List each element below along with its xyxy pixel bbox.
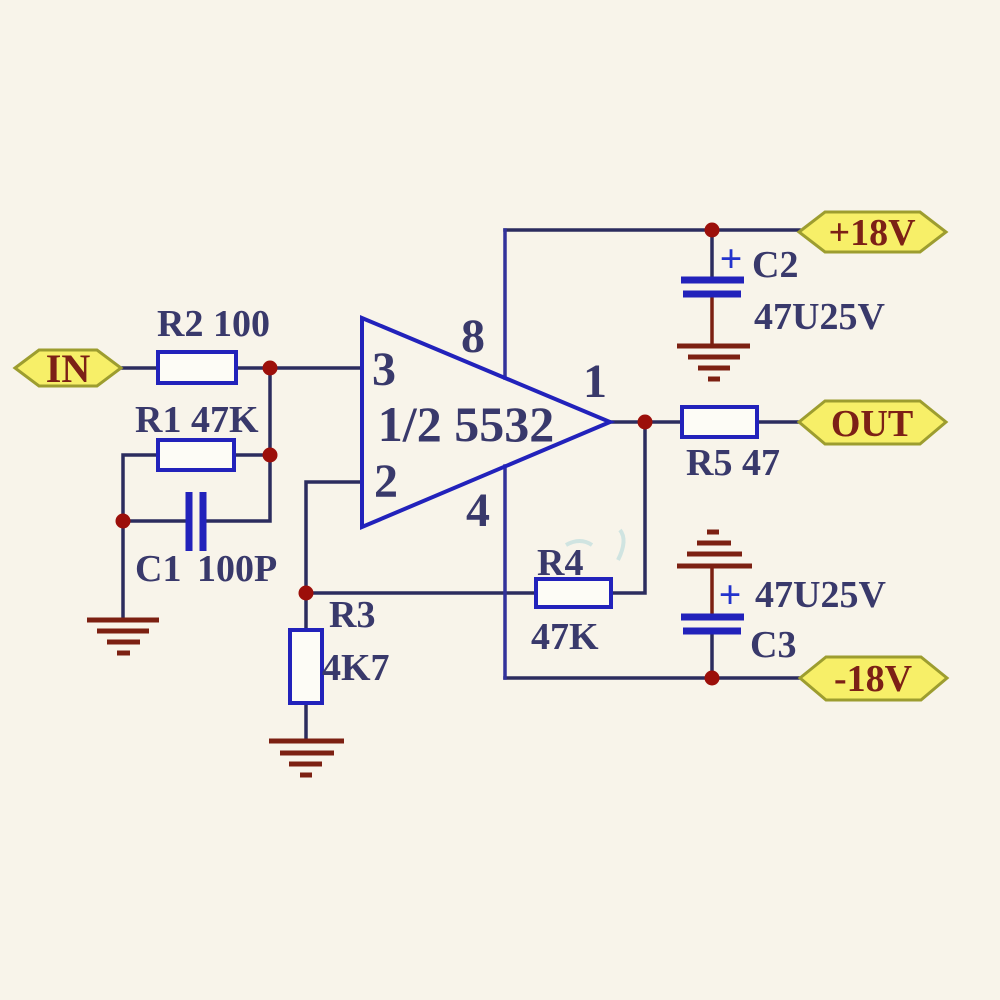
minus18v-tag-text: -18V bbox=[834, 658, 913, 700]
component-labels: R2 100 R1 47K C1 100P R3 4K7 R4 47K R5 4… bbox=[135, 244, 886, 689]
c3-ref-label: C3 bbox=[750, 624, 796, 666]
wire-r1-left-and-ground-rail bbox=[121, 453, 160, 620]
opamp-pin2-label: 2 bbox=[374, 455, 398, 508]
opamp-pin8-label: 8 bbox=[461, 310, 485, 363]
plus18v-tag-shape bbox=[796, 210, 949, 254]
r3-ref-label: R3 bbox=[329, 594, 375, 636]
r1-label: R1 47K bbox=[135, 399, 259, 441]
r3-value-label: 4K7 bbox=[322, 647, 390, 689]
wire-c1-right-up bbox=[205, 453, 272, 523]
ground-symbol-c3-inverted bbox=[677, 529, 752, 569]
opamp: 1/2 5532 3 2 8 4 1 bbox=[360, 310, 616, 537]
junction-dot-positive-rail bbox=[704, 222, 720, 238]
c2-value-label: 47U25V bbox=[754, 296, 885, 338]
resistor-r5 bbox=[680, 405, 759, 439]
c1-plates bbox=[185, 492, 207, 551]
watermark-artifact bbox=[565, 528, 626, 561]
ground-symbol-c2 bbox=[677, 343, 750, 382]
c2-plus-sign: + bbox=[720, 236, 743, 281]
junction-dot-r1-node bbox=[262, 447, 278, 463]
resistor-r2 bbox=[156, 350, 238, 385]
opamp-pin4-label: 4 bbox=[466, 484, 490, 537]
resistor-r1 bbox=[156, 438, 236, 472]
r4-value-label: 47K bbox=[531, 616, 599, 658]
junction-dot-feedback-node bbox=[298, 585, 314, 601]
r5-label: R5 47 bbox=[686, 442, 780, 484]
out-tag-text: OUT bbox=[831, 403, 913, 445]
c1-ref-label: C1 bbox=[135, 548, 181, 590]
c3-plus-sign: + bbox=[719, 572, 742, 617]
port-tag-in: IN bbox=[12, 346, 124, 391]
wires bbox=[119, 228, 802, 741]
r4-ref-label: R4 bbox=[537, 542, 583, 584]
opamp-pin1-label: 1 bbox=[583, 355, 607, 408]
opamp-pin3-label: 3 bbox=[372, 343, 396, 396]
in-tag-text: IN bbox=[46, 346, 91, 391]
ground-symbols bbox=[87, 295, 752, 778]
r2-label: R2 100 bbox=[157, 303, 270, 345]
resistor-r3 bbox=[288, 628, 324, 705]
c3-value-label: 47U25V bbox=[755, 574, 886, 616]
resistor-r4 bbox=[534, 577, 613, 609]
port-tag-minus18v: -18V bbox=[797, 655, 950, 702]
junction-dot-pin3-node bbox=[262, 360, 278, 376]
ground-symbol-c1 bbox=[87, 617, 159, 656]
in-tag-shape bbox=[12, 348, 124, 388]
wire-pin2-stub-down bbox=[304, 480, 364, 595]
capacitor-c3: + bbox=[681, 572, 744, 635]
junction-dot-c1-ground bbox=[115, 513, 131, 529]
minus18v-tag-shape bbox=[797, 655, 950, 702]
c2-plates bbox=[681, 276, 744, 298]
c3-plates bbox=[681, 613, 744, 635]
plus18v-tag-text: +18V bbox=[828, 212, 916, 254]
out-tag-shape bbox=[796, 399, 949, 446]
port-tag-plus18v: +18V bbox=[796, 210, 949, 254]
junction-dot-output-node bbox=[637, 414, 653, 430]
capacitor-c1 bbox=[185, 492, 207, 551]
ground-symbol-r3 bbox=[269, 738, 344, 778]
junction-dots bbox=[115, 222, 720, 686]
capacitor-c2: + bbox=[681, 236, 744, 298]
junction-dot-negative-rail bbox=[704, 670, 720, 686]
opamp-triangle bbox=[360, 314, 616, 531]
port-tag-out: OUT bbox=[796, 399, 949, 446]
wire-r4-to-output bbox=[609, 420, 647, 595]
c2-ref-label: C2 bbox=[752, 244, 798, 286]
c1-value-label: 100P bbox=[197, 548, 277, 590]
opamp-part-label: 1/2 5532 bbox=[378, 396, 554, 452]
